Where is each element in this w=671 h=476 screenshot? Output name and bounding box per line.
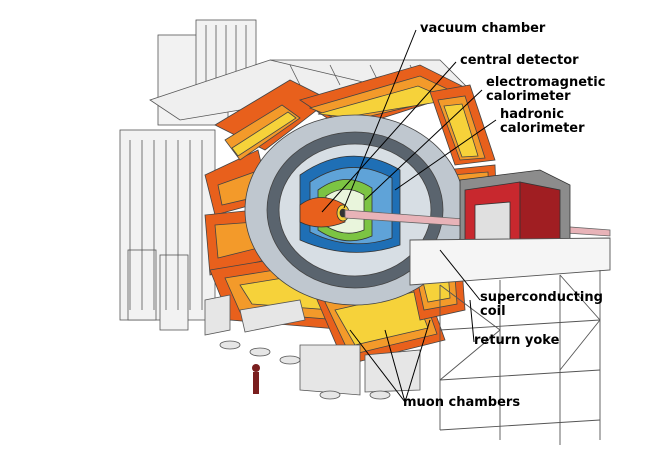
label-return-yoke: return yoke	[474, 333, 560, 348]
central-detector	[299, 197, 350, 228]
label-central-detector: central detector	[460, 53, 579, 68]
label-em-line2: calorimeter	[486, 89, 571, 104]
support-scaffold	[409, 237, 611, 445]
label-had-line2: calorimeter	[500, 121, 585, 136]
leader-lines	[321, 29, 497, 403]
label-hadronic-calorimeter: hadronic calorimeter	[500, 108, 585, 136]
label-muon-chambers: muon chambers	[403, 395, 521, 410]
label-electromagnetic-calorimeter: electromagnetic calorimeter	[486, 76, 605, 104]
label-sc-line2: coil	[480, 304, 506, 319]
person-figure	[252, 364, 260, 394]
label-superconducting-coil: superconducting coil	[480, 291, 603, 319]
label-vacuum-chamber: vacuum chamber	[420, 21, 546, 36]
label-em-line1: electromagnetic	[486, 75, 606, 90]
label-sc-line1: superconducting	[480, 290, 603, 305]
base-supports	[204, 294, 421, 400]
label-had-line1: hadronic	[500, 107, 565, 122]
